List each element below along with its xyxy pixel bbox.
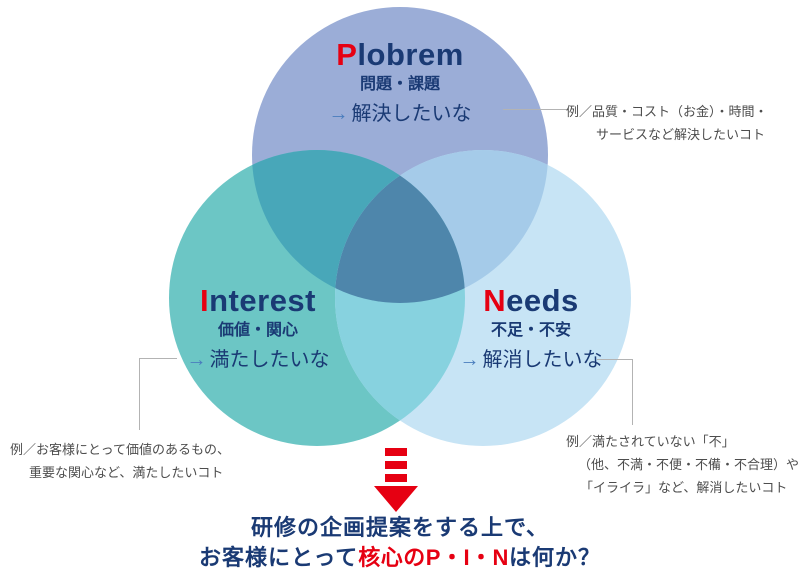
- down-arrow-icon: [374, 448, 418, 512]
- problem-wish-text: 解決したいな: [351, 101, 472, 125]
- problem-annotation-line1: 例／品質・コスト（お金）・時間・: [566, 104, 768, 119]
- needs-annotation-line2: （他、不満・不便・不備・不合理）や: [578, 457, 800, 472]
- interest-wish-line: →満たしたいな: [138, 346, 378, 373]
- needs-annotation-connector-vertical: [632, 359, 633, 425]
- needs-annotation-line3: 「イライラ」など、解消したいコト: [580, 480, 788, 495]
- conclusion-line2-suffix: は何か？: [508, 545, 601, 571]
- interest-initial-letter: I: [200, 283, 210, 318]
- needs-wish-line: →解消したいな: [411, 346, 651, 373]
- venn-overlap-center: [335, 150, 465, 303]
- problem-label-block: Plobrem 問題・課題 →解決したいな: [280, 38, 520, 127]
- needs-subtitle: 不足・不安: [490, 322, 571, 339]
- needs-title-rest: eeds: [506, 283, 579, 318]
- interest-annotation-connector-horizontal: [139, 358, 177, 359]
- right-arrow-icon: →: [459, 349, 480, 371]
- problem-initial-letter: P: [336, 37, 358, 72]
- interest-title: Interest: [138, 284, 378, 318]
- problem-title-rest: lobrem: [357, 37, 464, 72]
- interest-label-block: Interest 価値・関心 →満たしたいな: [138, 284, 378, 373]
- interest-subtitle: 価値・関心: [217, 322, 298, 339]
- conclusion-headline: 研修の企画提案をする上で、 お客様にとって核心のP・I・Nは何か？: [0, 514, 800, 573]
- interest-annotation: 例／お客様にとって価値のあるもの、 重要な関心など、満たしたいコト: [10, 438, 230, 484]
- conclusion-line2-highlight: 核心のP・I・N: [358, 545, 509, 570]
- problem-wish-line: →解決したいな: [280, 100, 520, 127]
- conclusion-line2: お客様にとって核心のP・I・Nは何か？: [0, 543, 800, 573]
- needs-initial-letter: N: [483, 283, 507, 318]
- interest-annotation-line2: 重要な関心など、満たしたいコト: [29, 465, 224, 480]
- problem-title: Plobrem: [280, 38, 520, 72]
- right-arrow-icon: →: [186, 349, 207, 371]
- problem-annotation-line2: サービスなど解決したいコト: [596, 127, 766, 142]
- needs-annotation: 例／満たされていない「不」 （他、不満・不便・不備・不合理）や 「イライラ」など…: [566, 430, 799, 499]
- interest-wish-text: 満たしたいな: [209, 347, 330, 371]
- interest-annotation-line1: 例／お客様にとって価値のあるもの、: [10, 442, 230, 457]
- right-arrow-icon: →: [328, 103, 349, 125]
- needs-wish-text: 解消したいな: [482, 347, 603, 371]
- needs-annotation-connector-horizontal: [597, 359, 633, 360]
- interest-title-rest: nterest: [209, 283, 316, 318]
- needs-annotation-line1: 例／満たされていない「不」: [566, 434, 735, 449]
- needs-label-block: Needs 不足・不安 →解消したいな: [411, 284, 651, 373]
- problem-annotation-connector: [503, 109, 567, 110]
- problem-subtitle: 問題・課題: [359, 76, 440, 93]
- needs-title: Needs: [411, 284, 651, 318]
- problem-annotation: 例／品質・コスト（お金）・時間・ サービスなど解決したいコト: [566, 100, 768, 146]
- conclusion-line1: 研修の企画提案をする上で、: [250, 515, 550, 541]
- interest-annotation-connector-vertical: [139, 358, 140, 430]
- conclusion-line2-prefix: お客様にとって: [199, 545, 359, 571]
